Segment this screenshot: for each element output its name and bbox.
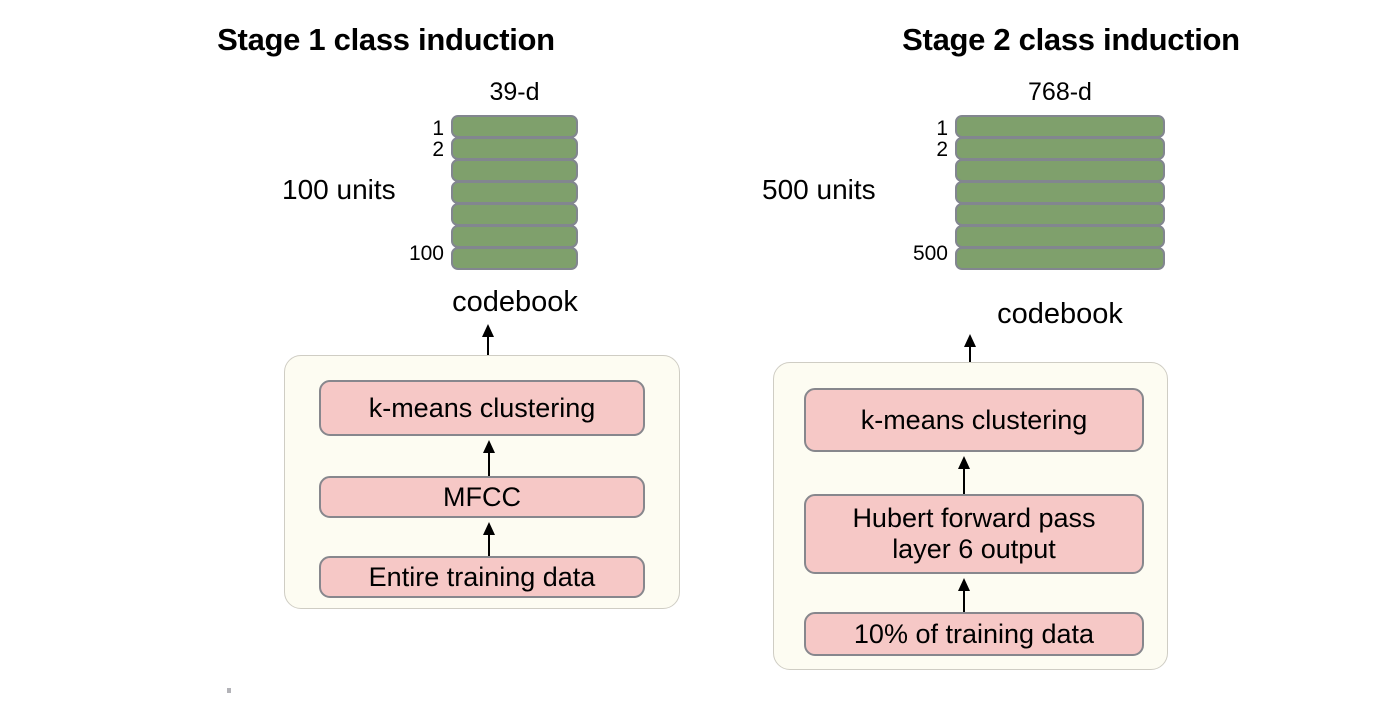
codebook-row [451, 181, 578, 204]
stage-1-codebook-stack [451, 115, 578, 270]
stage-1-arrow-mfcc-to-kmeans [482, 440, 496, 478]
stage-1-pipeline-container: k-means clustering MFCC Entire training … [284, 355, 680, 609]
stage-1-kmeans-label: k-means clustering [368, 392, 596, 423]
arrow-shaft [963, 463, 965, 494]
codebook-row [955, 137, 1165, 160]
arrow-head-icon [482, 324, 494, 337]
arrow-shaft [963, 585, 965, 614]
stage-2-pipeline-container: k-means clustering Hubert forward pass l… [773, 362, 1168, 670]
stage-1-training-data-label: Entire training data [368, 561, 596, 592]
stage-2-hubert-label-line-1: Hubert forward pass [852, 502, 1096, 533]
codebook-row [451, 115, 578, 138]
stage-1-index-last: 100 [408, 242, 444, 265]
stage-2-index-second: 2 [936, 138, 948, 161]
arrow-shaft [488, 529, 490, 558]
stage-2-kmeans-box[interactable]: k-means clustering [804, 388, 1144, 452]
stage-1-training-data-box[interactable]: Entire training data [319, 556, 645, 598]
arrow-head-icon [958, 578, 970, 591]
page-artifact-speck [227, 688, 231, 693]
stage-2-codebook-caption: codebook [997, 298, 1123, 330]
codebook-row [451, 137, 578, 160]
codebook-row [955, 115, 1165, 138]
stage-1-units-label: 100 units [282, 174, 396, 205]
stage-1-arrow-data-to-mfcc [482, 522, 496, 558]
stage-2-dimension-label: 768-d [1028, 78, 1092, 106]
stage-2-training-data-label: 10% of training data [853, 618, 1095, 649]
stage-2-codebook-stack [955, 115, 1165, 270]
codebook-row [451, 159, 578, 182]
codebook-row [451, 225, 578, 248]
stage-1-index-first: 1 [432, 117, 444, 140]
stage-1-mfcc-box[interactable]: MFCC [319, 476, 645, 518]
codebook-row [451, 247, 578, 270]
stage-2-units-label: 500 units [762, 174, 876, 205]
arrow-shaft [488, 447, 490, 478]
stage-2-title: Stage 2 class induction [902, 22, 1240, 57]
codebook-row [955, 181, 1165, 204]
stage-2-hubert-label-line-2: layer 6 output [892, 534, 1056, 564]
codebook-row [955, 203, 1165, 226]
panel-stage-2: Stage 2 class induction 768-d 500 units … [720, 0, 1398, 706]
stage-2-hubert-box[interactable]: Hubert forward pass layer 6 output [804, 494, 1144, 574]
arrow-head-icon [483, 522, 495, 535]
codebook-row [955, 159, 1165, 182]
stage-1-codebook-caption: codebook [452, 286, 578, 318]
stage-1-kmeans-box[interactable]: k-means clustering [319, 380, 645, 436]
codebook-row [955, 225, 1165, 248]
codebook-row [955, 247, 1165, 270]
stage-2-index-last: 500 [912, 242, 948, 265]
codebook-row [451, 203, 578, 226]
stage-2-index-first: 1 [936, 117, 948, 140]
stage-1-mfcc-label: MFCC [443, 481, 521, 512]
arrow-head-icon [964, 334, 976, 347]
stage-2-arrow-data-to-hubert [957, 578, 971, 614]
arrow-head-icon [958, 456, 970, 469]
stage-1-title: Stage 1 class induction [217, 22, 555, 57]
stage-2-training-data-box[interactable]: 10% of training data [804, 612, 1144, 656]
stage-2-arrow-hubert-to-kmeans [957, 456, 971, 494]
panel-stage-1: Stage 1 class induction 39-d 100 units 1… [217, 22, 680, 609]
stage-1-index-second: 2 [432, 138, 444, 161]
stage-2-kmeans-label: k-means clustering [860, 404, 1088, 435]
arrow-head-icon [483, 440, 495, 453]
stage-1-dimension-label: 39-d [489, 78, 540, 106]
